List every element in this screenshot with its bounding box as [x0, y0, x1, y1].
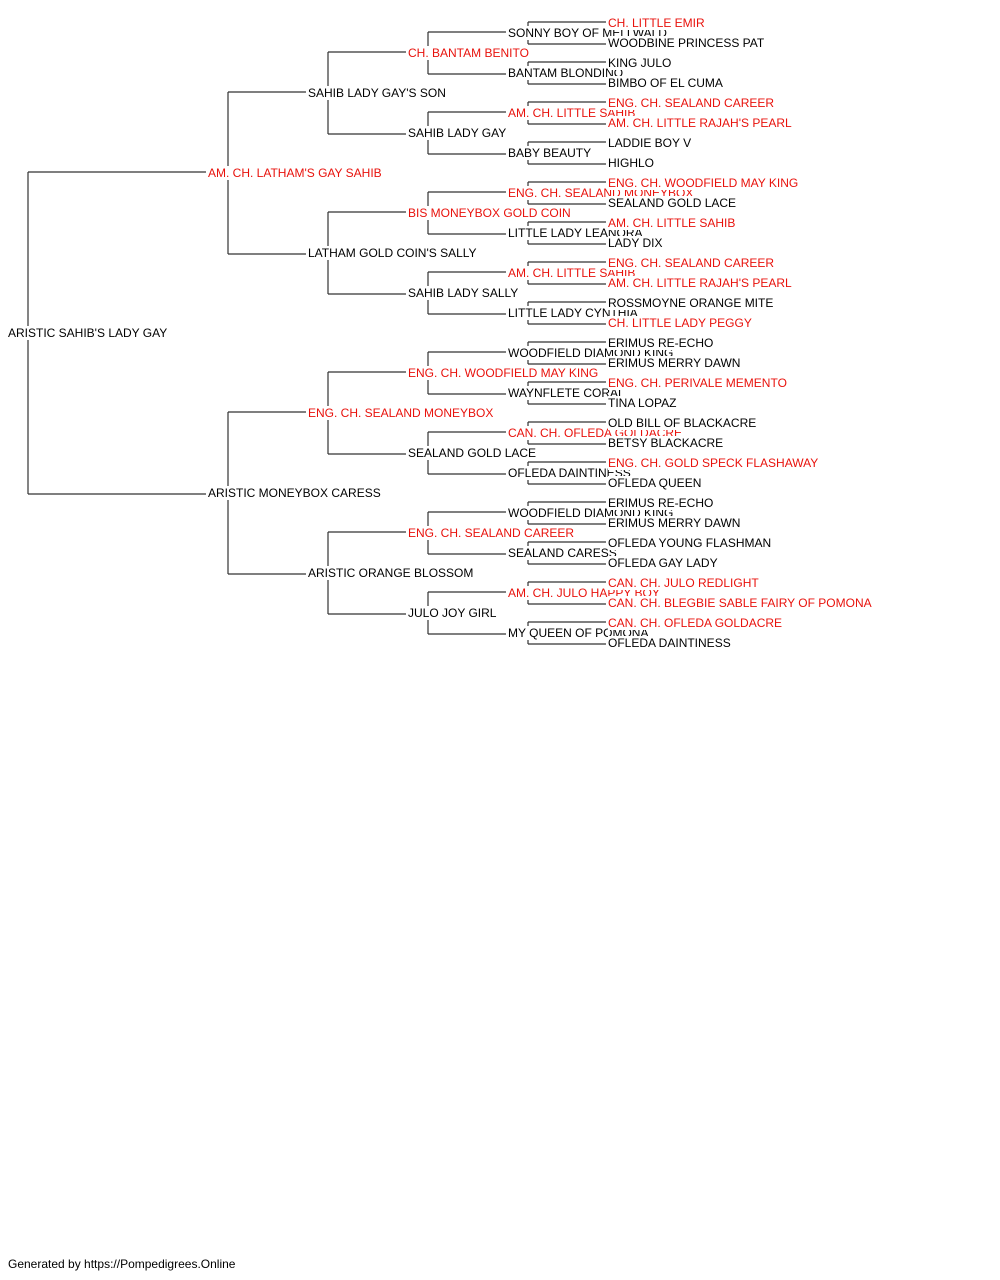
ancestor-name: OFLEDA DAINTINESS — [508, 466, 632, 480]
ancestor-name: CAN. CH. JULO REDLIGHT — [608, 576, 760, 590]
ancestor-name: LITTLE LADY CYNTHIA — [508, 306, 639, 320]
ancestor-name: ENG. CH. SEALAND MONEYBOX — [308, 406, 495, 420]
ancestor-name: BABY BEAUTY — [508, 146, 593, 160]
ancestor-name: WAYNFLETE CORAL — [508, 386, 626, 400]
ancestor-name: ENG. CH. WOODFIELD MAY KING — [608, 176, 800, 190]
ancestor-name: BETSY BLACKACRE — [608, 436, 725, 450]
ancestor-name: AM. CH. LITTLE RAJAH'S PEARL — [608, 116, 793, 130]
ancestor-name: SEALAND GOLD LACE — [408, 446, 538, 460]
ancestor-name: OFLEDA GAY LADY — [608, 556, 719, 570]
ancestor-name: ENG. CH. SEALAND CAREER — [408, 526, 576, 540]
generator-credit: Generated by https://Pompedigrees.Online — [8, 1257, 236, 1271]
ancestor-name: ERIMUS MERRY DAWN — [608, 516, 742, 530]
ancestor-name: ENG. CH. GOLD SPECK FLASHAWAY — [608, 456, 820, 470]
ancestor-name: SEALAND CARESS — [508, 546, 618, 560]
ancestor-name: TINA LOPAZ — [608, 396, 678, 410]
ancestor-name: CAN. CH. BLEGBIE SABLE FAIRY OF POMONA — [608, 596, 873, 610]
ancestor-name: SAHIB LADY GAY'S SON — [308, 86, 447, 100]
ancestor-name: OFLEDA QUEEN — [608, 476, 703, 490]
ancestor-name: AM. CH. LITTLE SAHIB — [508, 106, 637, 120]
ancestor-name: AM. CH. LITTLE RAJAH'S PEARL — [608, 276, 793, 290]
ancestor-name: OFLEDA DAINTINESS — [608, 636, 732, 650]
ancestor-name: ENG. CH. SEALAND CAREER — [608, 96, 776, 110]
ancestor-name: KING JULO — [608, 56, 673, 70]
ancestor-name: HIGHLO — [608, 156, 656, 170]
ancestor-name: AM. CH. LITTLE SAHIB — [608, 216, 737, 230]
ancestor-name: CAN. CH. OFLEDA GOLDACRE — [608, 616, 784, 630]
ancestor-name: BIMBO OF EL CUMA — [608, 76, 724, 90]
ancestor-name: ARISTIC MONEYBOX CARESS — [208, 486, 382, 500]
ancestor-name: JULO JOY GIRL — [408, 606, 498, 620]
ancestor-name: ARISTIC ORANGE BLOSSOM — [308, 566, 475, 580]
ancestor-name: OLD BILL OF BLACKACRE — [608, 416, 758, 430]
ancestor-name: CH. LITTLE EMIR — [608, 16, 706, 30]
subject-dog-name: ARISTIC SAHIB'S LADY GAY — [8, 326, 169, 340]
ancestor-name: SAHIB LADY GAY — [408, 126, 508, 140]
ancestor-name: BIS MONEYBOX GOLD COIN — [408, 206, 572, 220]
ancestor-name: CH. BANTAM BENITO — [408, 46, 530, 60]
ancestor-name: SEALAND GOLD LACE — [608, 196, 738, 210]
ancestor-name: ENG. CH. WOODFIELD MAY KING — [408, 366, 600, 380]
ancestor-name: SAHIB LADY SALLY — [408, 286, 520, 300]
ancestor-name: BANTAM BLONDINO — [508, 66, 625, 80]
ancestor-name: ENG. CH. SEALAND CAREER — [608, 256, 776, 270]
ancestor-name: AM. CH. LATHAM'S GAY SAHIB — [208, 166, 383, 180]
ancestor-name: OFLEDA YOUNG FLASHMAN — [608, 536, 773, 550]
ancestor-name: ERIMUS RE-ECHO — [608, 336, 715, 350]
ancestor-name: LADY DIX — [608, 236, 664, 250]
ancestor-name: LADDIE BOY V — [608, 136, 693, 150]
ancestor-name: CH. LITTLE LADY PEGGY — [608, 316, 753, 330]
ancestor-name: WOODBINE PRINCESS PAT — [608, 36, 766, 50]
ancestor-name: ERIMUS MERRY DAWN — [608, 356, 742, 370]
ancestor-name: ERIMUS RE-ECHO — [608, 496, 715, 510]
ancestor-name: ROSSMOYNE ORANGE MITE — [608, 296, 775, 310]
ancestor-name: LATHAM GOLD COIN'S SALLY — [308, 246, 478, 260]
ancestor-name: AM. CH. LITTLE SAHIB — [508, 266, 637, 280]
ancestor-name: ENG. CH. PERIVALE MEMENTO — [608, 376, 788, 390]
